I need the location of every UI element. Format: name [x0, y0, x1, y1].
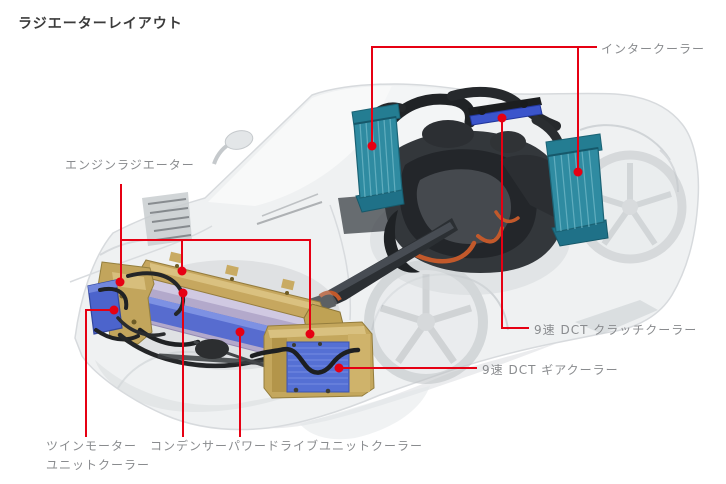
label-intercooler: インタークーラー	[601, 42, 706, 56]
gear-cooler-unit	[249, 321, 375, 399]
leader-dots	[109, 113, 583, 373]
label-twin-motor-unit-cooler-line2: ユニットクーラー	[46, 458, 151, 472]
label-power-drive-unit-cooler: パワードライブユニットクーラー	[228, 439, 424, 453]
intercooler-right	[545, 133, 609, 247]
engine-assembly	[300, 86, 590, 316]
orange-harness	[407, 210, 520, 264]
label-dct-gear-cooler: 9速 DCT ギアクーラー	[482, 363, 619, 377]
intercooler-left	[351, 103, 405, 213]
leader-lines	[85, 46, 597, 437]
label-dct-clutch-cooler: 9速 DCT クラッチクーラー	[534, 323, 698, 337]
clutch-cooler	[468, 97, 543, 126]
side-mirror	[212, 130, 254, 165]
front-underbody-shade	[300, 386, 430, 440]
label-condenser: コンデンサー	[150, 439, 229, 453]
hood-vent	[142, 192, 192, 246]
label-twin-motor-unit-cooler-line1: ツインモーター	[46, 439, 138, 453]
label-engine-radiator: エンジンラジエーター	[65, 158, 195, 172]
page-title: ラジエーターレイアウト	[18, 16, 183, 32]
twin-motor-cooler	[87, 279, 140, 342]
